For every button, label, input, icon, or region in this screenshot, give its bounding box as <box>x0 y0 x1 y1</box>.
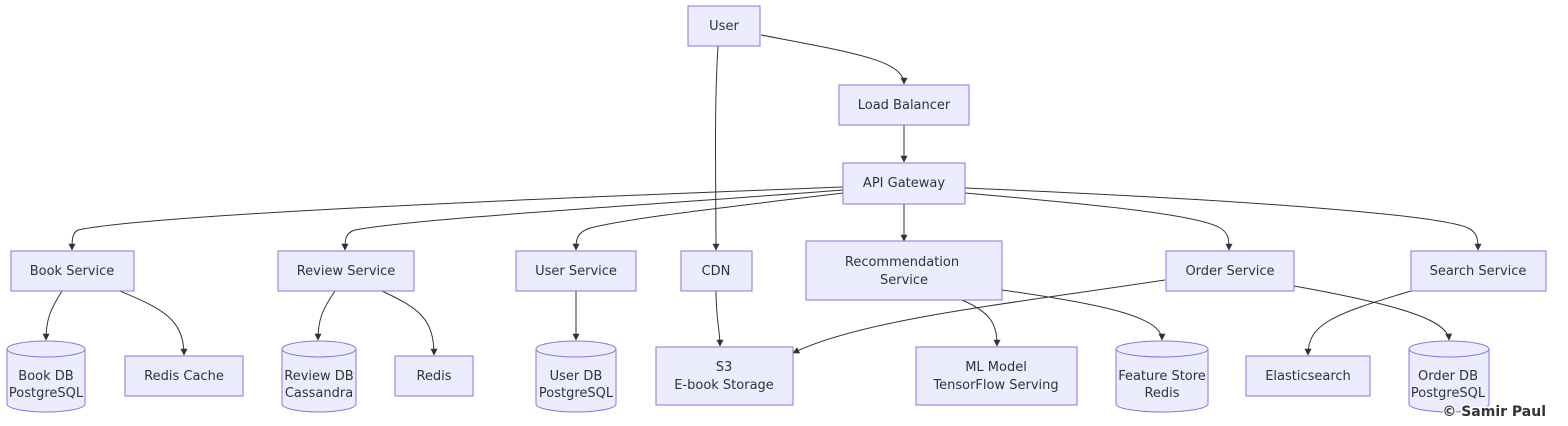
node-user-db-label-2: PostgreSQL <box>539 386 614 401</box>
node-book-service-label: Book Service <box>30 264 115 279</box>
edge-rec-featurestore <box>1001 289 1166 341</box>
node-review-db-label-1: Review DB <box>284 369 353 384</box>
node-review-db[interactable]: Review DB Cassandra <box>281 340 357 413</box>
node-user-service-label: User Service <box>535 264 617 279</box>
edge-cdn-s3 <box>715 290 724 347</box>
watermark-text: © Samir Paul <box>1442 404 1546 420</box>
node-cdn[interactable]: CDN <box>680 250 753 292</box>
node-book-db-label-1: Book DB <box>18 369 73 384</box>
node-api-gateway[interactable]: API Gateway <box>842 162 966 205</box>
node-review-service[interactable]: Review Service <box>277 250 415 292</box>
node-user[interactable]: User <box>687 5 761 47</box>
node-book-service[interactable]: Book Service <box>10 250 135 292</box>
edge-order-s3 <box>792 279 1166 354</box>
node-elasticsearch[interactable]: Elasticsearch <box>1245 355 1371 397</box>
edge-book-bookdb <box>42 290 63 341</box>
node-search-service[interactable]: Search Service <box>1410 250 1547 292</box>
node-order-db-label-2: PostgreSQL <box>1411 386 1486 401</box>
edge-gw-book <box>68 186 844 251</box>
node-order-service-label: Order Service <box>1185 264 1274 279</box>
edge-gw-order <box>964 192 1233 251</box>
node-order-service[interactable]: Order Service <box>1165 250 1295 292</box>
node-cdn-label: CDN <box>702 264 731 279</box>
edge-order-orderdb <box>1293 285 1453 341</box>
node-redis-cache-label: Redis Cache <box>144 369 224 384</box>
node-recommendation-service[interactable]: Recommendation Service <box>805 240 1003 301</box>
node-book-db[interactable]: Book DB PostgreSQL <box>6 340 86 413</box>
node-load-balancer[interactable]: Load Balancer <box>838 84 970 126</box>
node-user-service[interactable]: User Service <box>515 250 637 292</box>
edge-gw-search <box>964 187 1482 251</box>
node-elasticsearch-label: Elasticsearch <box>1265 369 1351 384</box>
node-recommendation-service-label-2: Service <box>880 273 928 288</box>
node-order-db[interactable]: Order DB PostgreSQL <box>1408 340 1490 413</box>
node-order-db-label-1: Order DB <box>1418 369 1478 384</box>
edge-user-cdn <box>712 45 720 251</box>
edge-gw-user-svc <box>572 192 844 251</box>
node-redis[interactable]: Redis <box>394 355 474 397</box>
node-ml-model-label-1: ML Model <box>965 360 1027 375</box>
node-redis-cache[interactable]: Redis Cache <box>124 355 244 397</box>
node-redis-label: Redis <box>416 369 451 384</box>
edges <box>42 34 1482 356</box>
node-user-db-label-1: User DB <box>550 369 603 384</box>
node-load-balancer-label: Load Balancer <box>858 98 951 113</box>
node-s3-label-1: S3 <box>716 360 733 375</box>
node-feature-store-label-2: Redis <box>1144 386 1179 401</box>
node-feature-store[interactable]: Feature Store Redis <box>1115 340 1209 413</box>
edge-review-redis <box>381 290 438 356</box>
edge-gw-review <box>341 189 844 251</box>
edge-review-reviewdb <box>314 290 336 341</box>
node-s3-storage[interactable]: S3 E-book Storage <box>655 346 794 406</box>
node-user-label: User <box>709 19 739 34</box>
edge-rec-ml <box>961 299 1001 347</box>
node-recommendation-service-label-1: Recommendation <box>845 255 959 270</box>
node-api-gateway-label: API Gateway <box>863 176 945 191</box>
node-s3-label-2: E-book Storage <box>674 378 774 393</box>
node-review-db-label-2: Cassandra <box>285 386 353 401</box>
edge-search-es <box>1304 290 1412 356</box>
edge-user-lb <box>760 34 908 85</box>
node-book-db-label-2: PostgreSQL <box>9 386 84 401</box>
node-search-service-label: Search Service <box>1430 264 1527 279</box>
node-ml-model-label-2: TensorFlow Serving <box>932 378 1058 393</box>
node-review-service-label: Review Service <box>297 264 396 279</box>
node-ml-model[interactable]: ML Model TensorFlow Serving <box>915 346 1078 406</box>
node-user-db[interactable]: User DB PostgreSQL <box>535 340 617 413</box>
node-feature-store-label-1: Feature Store <box>1118 369 1206 384</box>
edge-book-rediscache <box>119 290 188 356</box>
